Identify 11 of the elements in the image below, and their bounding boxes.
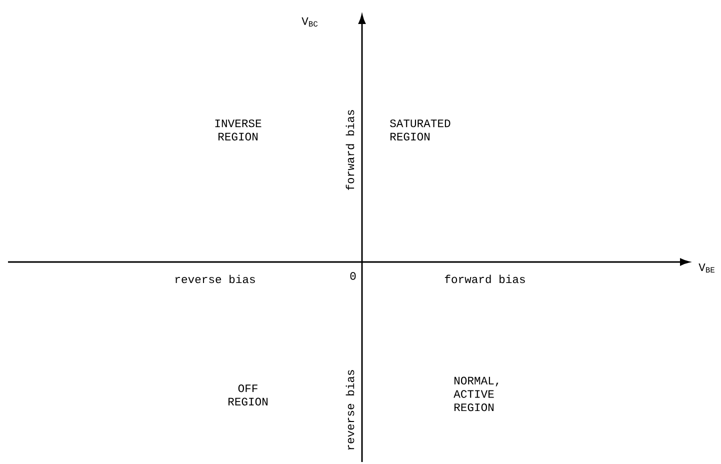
region-label: SATURATED REGION [390, 119, 450, 140]
region-label: NORMAL, ACTIVE REGION [454, 376, 498, 412]
bias-label: forward bias [444, 274, 525, 284]
axis-label: V$_{BE}$ [698, 263, 714, 272]
bias-label: reverse bias [346, 370, 354, 450]
origin-label: 0 [350, 272, 356, 280]
bias-label: reverse bias [176, 274, 255, 284]
bias-label: forward bias [346, 110, 354, 190]
region-label: INVERSE REGION [215, 119, 262, 140]
axis-label: V$_{BC}$ [302, 17, 318, 27]
region-label: OFF REGION [228, 384, 268, 406]
